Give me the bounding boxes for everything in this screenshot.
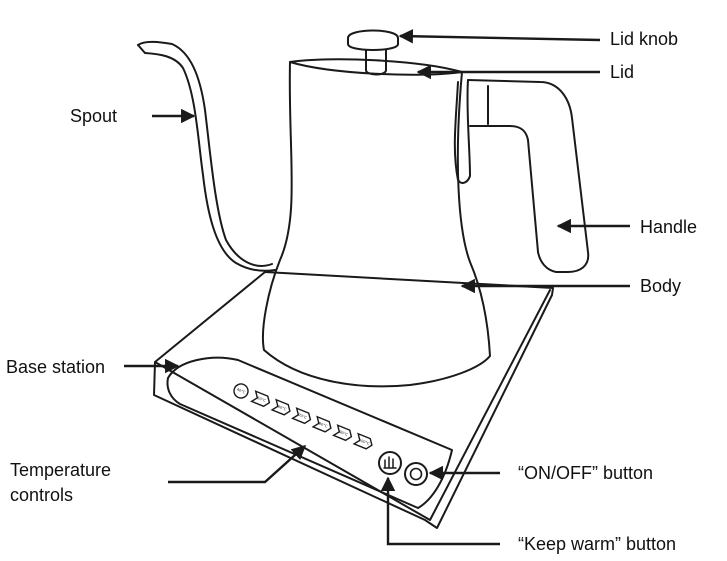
temperature-preset-label: 80°C	[318, 421, 328, 428]
keep-warm-leader	[380, 476, 500, 546]
body-label: Body	[640, 276, 682, 296]
base-station-label: Base station	[6, 357, 106, 377]
lid-label: Lid	[610, 62, 635, 82]
temperature-controls: 40°C 50°C 60°C 70°C 80°C 90°C 100°C	[232, 382, 374, 451]
base-station	[153, 271, 554, 529]
temperature-preset-label: 90°C	[339, 430, 349, 437]
keep-warm-button[interactable]	[378, 451, 402, 475]
temperature-controls-label-line2: controls	[10, 485, 74, 505]
lid-knob-leader	[398, 29, 601, 44]
handle-label: Handle	[640, 217, 698, 237]
temperature-preset-label: 50°C	[257, 396, 267, 403]
temperature-preset-3[interactable]: 60°C	[270, 398, 292, 417]
temperature-preset-2[interactable]: 50°C	[250, 390, 272, 408]
hand-heat-icon	[383, 456, 397, 469]
temperature-preset-label: 60°C	[277, 404, 287, 411]
temperature-preset-6[interactable]: 90°C	[332, 424, 354, 442]
temperature-preset-label: 40°C	[236, 387, 246, 394]
on-off-button[interactable]	[404, 462, 428, 486]
temperature-preset-7[interactable]: 100°C	[352, 432, 374, 451]
temperature-controls-leader	[168, 445, 307, 484]
temperature-preset-5[interactable]: 80°C	[311, 415, 333, 434]
temperature-controls-label-line1: Temperature	[10, 460, 112, 480]
spout	[137, 40, 276, 272]
keep-warm-button-label: “Keep warm” button	[518, 534, 677, 554]
power-icon	[409, 467, 423, 481]
temperature-preset-4[interactable]: 70°C	[291, 407, 313, 425]
lid-knob-label: Lid knob	[610, 29, 679, 49]
temperature-preset-label: 70°C	[298, 413, 308, 420]
temperature-preset-label: 100°C	[358, 438, 370, 446]
lid-knob	[347, 29, 399, 76]
spout-label: Spout	[70, 106, 118, 126]
temperature-preset-1[interactable]: 40°C	[232, 382, 250, 400]
handle	[453, 79, 590, 273]
on-off-button-label: “ON/OFF” button	[518, 463, 654, 483]
